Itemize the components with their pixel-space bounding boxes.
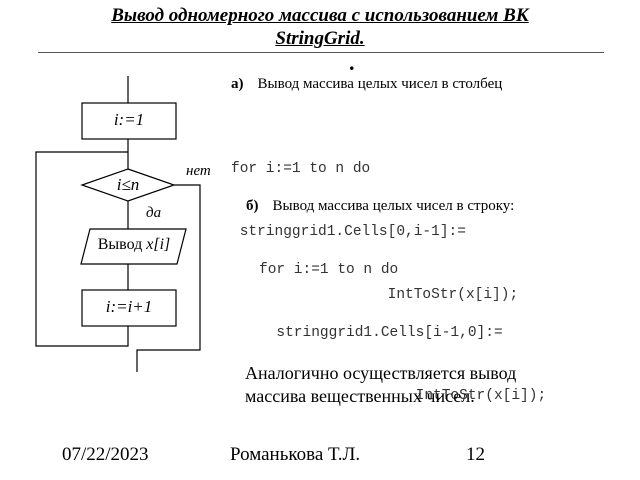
footer-date: 07/22/2023 <box>62 444 149 465</box>
section-a-heading: а) Вывод массива целых чисел в столбец <box>231 76 502 93</box>
output-label-prefix: Вывод <box>97 236 147 253</box>
code-line: IntToStr(x[i]); <box>231 287 519 303</box>
section-b-letter: б) <box>246 198 259 214</box>
note-text: Аналогично осуществляется вывод массива … <box>245 362 516 408</box>
increment-label: i:=i+1 <box>105 297 153 316</box>
title-dot: . <box>349 50 355 75</box>
title-divider <box>38 52 604 53</box>
footer-page-number: 12 <box>466 444 485 465</box>
condition-label: i≤n <box>116 175 140 194</box>
output-label-var: x[i] <box>146 236 171 253</box>
init-block <box>81 102 177 140</box>
section-a-title: Вывод массива целых чисел в столбец <box>257 76 503 92</box>
footer-author: Романькова Т.Л. <box>230 444 361 465</box>
slide-title: Вывод одномерного массива с использовани… <box>40 4 600 50</box>
section-a-letter: а) <box>231 76 244 92</box>
section-b-title: Вывод массива целых чисел в строку: <box>272 198 515 214</box>
output-label: Вывод x[i] <box>84 236 184 254</box>
note-line-2: массива вещественных чисел. <box>245 386 475 406</box>
increment-block <box>81 289 177 327</box>
no-branch-label: нет <box>186 163 211 179</box>
section-b-heading: б) Вывод массива целых чисел в строку: <box>246 198 514 215</box>
code-line: stringgrid1.Cells[i-1,0]:= <box>259 325 503 341</box>
slide-title-line-2: StringGrid. <box>275 28 365 49</box>
section-a-code: for i:=1 to n do stringgrid1.Cells[0,i-1… <box>231 117 518 327</box>
exit-line <box>136 184 201 372</box>
output-parallelogram <box>80 228 187 265</box>
yes-branch-label: да <box>146 205 162 221</box>
code-line: for i:=1 to n do <box>231 161 371 177</box>
code-line: stringgrid1.Cells[0,i-1]:= <box>231 224 466 240</box>
code-line: IntToStr(x[i]); <box>259 388 547 404</box>
init-label: i:=1 <box>113 110 145 129</box>
section-b-code: for i:=1 to n do stringgrid1.Cells[i-1,0… <box>259 218 546 428</box>
code-line: for i:=1 to n do <box>259 262 399 278</box>
slide-title-line-1: Вывод одномерного массива с использовани… <box>111 5 529 26</box>
loop-back-line <box>35 151 129 347</box>
note-line-1: Аналогично осуществляется вывод <box>245 363 517 383</box>
